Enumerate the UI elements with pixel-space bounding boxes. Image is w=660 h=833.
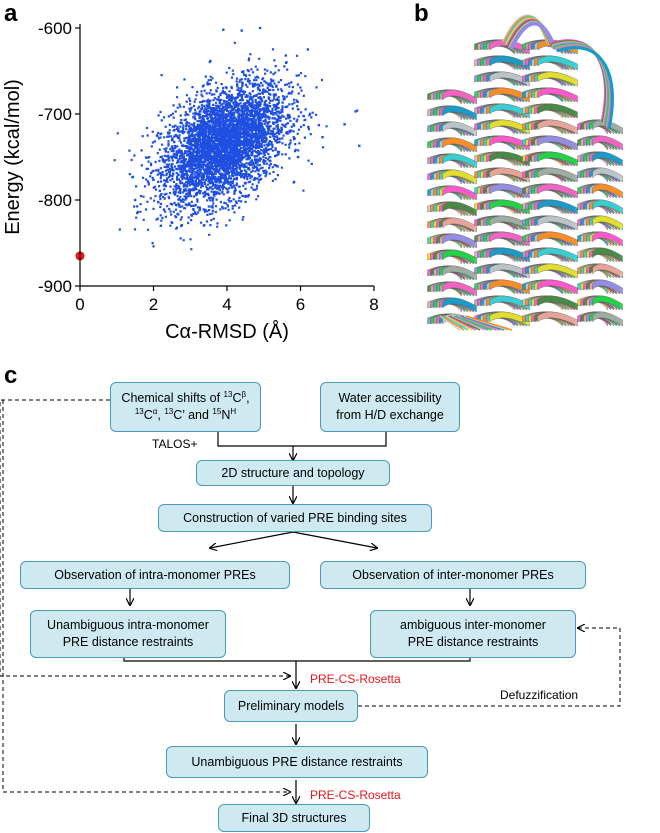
scatter-point	[159, 224, 163, 227]
scatter-point	[358, 144, 361, 148]
unamb-intra-line1: Unambiguous intra-monomer	[47, 618, 209, 632]
scatter-point	[321, 136, 324, 139]
water-line2: from H/D exchange	[336, 408, 444, 422]
construction-text: Construction of varied PRE binding sites	[183, 510, 407, 525]
loop-region	[439, 14, 614, 331]
talos-label: TALOS+	[152, 437, 198, 451]
sup-13-ca: 13	[134, 406, 144, 416]
x-tick-label: 8	[369, 295, 378, 314]
defuzzification-label: Defuzzification	[500, 688, 579, 702]
chem-sep: ,	[157, 408, 165, 422]
scatter-point	[222, 28, 225, 31]
scatter-point-cloud	[113, 41, 359, 251]
sup-h: H	[230, 406, 237, 416]
topology-box: 2D structure and topology	[196, 460, 390, 486]
sup-13-co: 13	[164, 406, 174, 416]
intra-obs-text: Observation of intra-monomer PREs	[54, 567, 256, 582]
chem-comma: ,	[246, 391, 250, 405]
sup-beta: β	[241, 389, 247, 399]
scatter-point	[240, 29, 243, 32]
panel-a-label: a	[4, 0, 18, 27]
x-tick-label: 0	[75, 295, 84, 314]
panel-c-label: c	[4, 362, 18, 389]
arrow-split-left	[210, 531, 294, 548]
unambiguous-pre-box: Unambiguous PRE distance restraints	[166, 746, 428, 778]
scatter-points-group	[75, 26, 361, 261]
chem-ca: C	[143, 408, 153, 422]
inter-obs-text: Observation of inter-monomer PREs	[352, 567, 554, 582]
construction-box: Construction of varied PRE binding sites	[158, 504, 432, 532]
inter-observation-box: Observation of inter-monomer PREs	[320, 561, 586, 589]
chemical-shifts-box: Chemical shifts of 13Cβ, 13Cα, 13C’ and …	[110, 382, 261, 432]
final-text: Final 3D structures	[241, 810, 347, 825]
dashed-defuzzification	[358, 628, 621, 707]
x-tick-label: 6	[296, 295, 305, 314]
sup-13: 13	[223, 389, 233, 399]
y-axis-label: Energy (kcal/mol)	[2, 79, 24, 235]
water-accessibility-box: Water accessibility from H/D exchange	[320, 382, 460, 432]
amb-inter-line2: PRE distance restraints	[407, 635, 539, 649]
y-tick-label: -600	[38, 19, 72, 38]
chem-c: C	[232, 391, 242, 405]
scatter-point	[343, 123, 346, 126]
sup-15: 15	[212, 406, 222, 416]
scatter-point	[284, 54, 287, 57]
x-tick-label: 2	[149, 295, 158, 314]
flowchart-connectors	[0, 399, 621, 833]
scatter-point	[133, 198, 137, 202]
pre-cs-rosetta-label-2: PRE-CS-Rosetta	[310, 788, 401, 802]
scatter-point	[306, 48, 310, 51]
helix-bundle	[427, 89, 477, 329]
intra-observation-box: Observation of intra-monomer PREs	[20, 561, 290, 589]
protein-structure-ensemble	[427, 14, 623, 331]
water-line1: Water accessibility	[338, 391, 442, 405]
unamb-intra-line2: PRE distance restraints	[62, 635, 194, 649]
chem-n: N	[221, 408, 231, 422]
arrow-split-right	[292, 531, 377, 548]
x-tick-label: 4	[222, 295, 231, 314]
x-axis-label: Cα-RMSD (Å)	[165, 320, 289, 343]
dashed-chemshift-feedback-2	[2, 400, 290, 792]
sup-alpha: α	[152, 406, 158, 416]
topology-text: 2D structure and topology	[221, 465, 365, 480]
merge-line	[217, 432, 387, 447]
helix-bundle	[474, 39, 530, 327]
helix-bundle	[522, 39, 578, 327]
helix-bundle	[577, 119, 623, 327]
y-tick-label: -700	[38, 105, 72, 124]
unamb-pre-text: Unambiguous PRE distance restraints	[191, 754, 403, 769]
preliminary-models-box: Preliminary models	[224, 690, 358, 722]
panel-b-label: b	[414, 0, 429, 27]
amb-inter-line1: ambiguous inter-monomer	[400, 618, 546, 632]
y-tick-label: -800	[38, 191, 72, 210]
y-tick-label: -900	[38, 277, 72, 296]
preliminary-text: Preliminary models	[237, 698, 345, 713]
scatter-point	[317, 123, 321, 127]
chem-co: C’ and	[173, 408, 213, 422]
scatter-point	[354, 110, 357, 113]
scatter-point	[258, 26, 262, 30]
final-structures-box: Final 3D structures	[218, 804, 370, 832]
pre-cs-rosetta-label-1: PRE-CS-Rosetta	[310, 672, 401, 686]
chem-shifts-text: Chemical shifts of	[121, 391, 224, 405]
